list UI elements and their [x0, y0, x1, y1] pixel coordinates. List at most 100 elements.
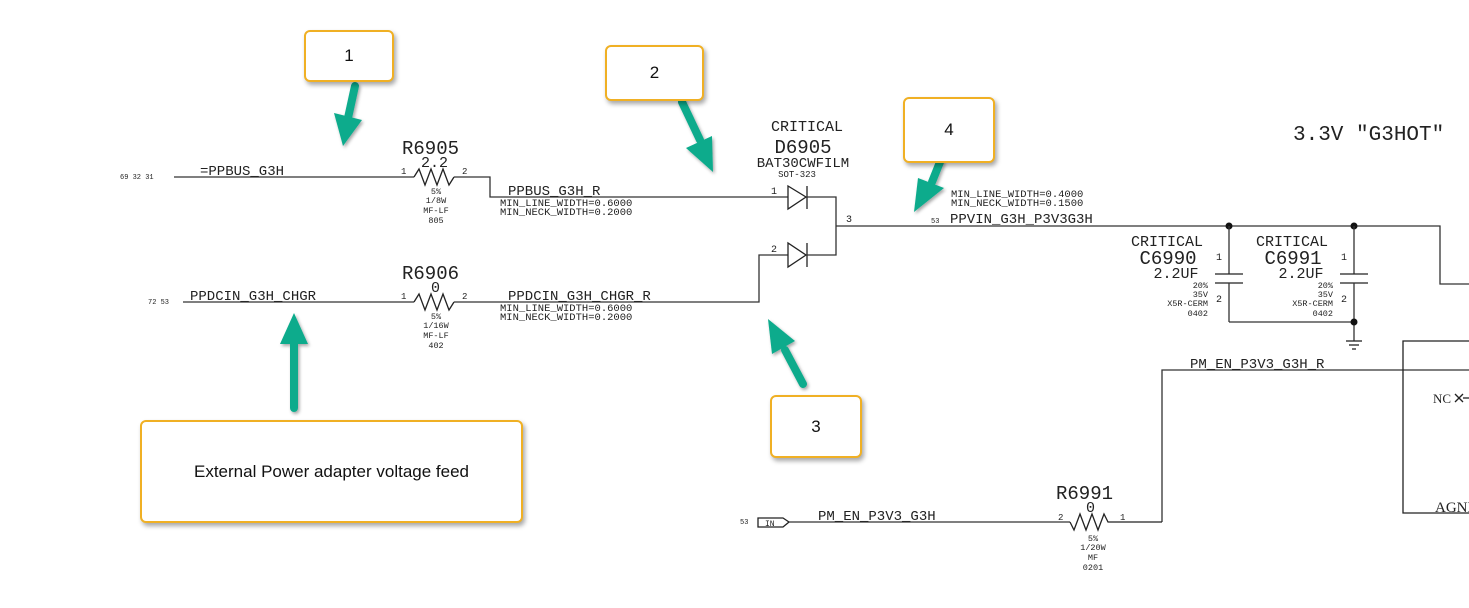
resistor-type: MF-LF	[423, 206, 449, 216]
pin-number: 2	[1216, 295, 1222, 306]
resistor-r6991[interactable]: R6991 0 2 1 5% 1/20W MF 0201	[1056, 483, 1162, 573]
regulator-ic[interactable]: NC AGND	[1402, 340, 1469, 516]
ref-designator: C6991	[1264, 248, 1321, 270]
net-label: PPDCIN_G3H_CHGR	[190, 289, 317, 305]
net-label: PPDCIN_G3H_CHGR_R	[508, 289, 651, 305]
dielectric: X5R-CERM	[1167, 299, 1208, 309]
net-ppbus-g3h-r: PPBUS_G3H_R MIN_LINE_WIDTH=0.6000 MIN_NE…	[454, 176, 788, 219]
net-pm-en-p3v3-g3h: 53 IN PM_EN_P3V3_G3H	[740, 509, 1070, 529]
callout-external-power: External Power adapter voltage feed	[140, 420, 523, 523]
component-value: 2.2UF	[1278, 266, 1323, 283]
component-value: 0	[431, 280, 440, 297]
tolerance: 5%	[431, 187, 442, 197]
pin-number: 1	[1216, 253, 1222, 264]
junction-dot	[1350, 318, 1358, 326]
voltage-rating: 35V	[1193, 290, 1209, 300]
net-label: PPBUS_G3H_R	[508, 184, 601, 200]
pin-number: 2	[771, 245, 777, 256]
ref-designator: C6990	[1139, 248, 1196, 270]
section-title: 3.3V "G3HOT"	[1293, 124, 1444, 147]
net-ppdcin-g3h-chgr: 72 53 PPDCIN_G3H_CHGR	[148, 289, 414, 307]
net-constraint: MIN_NECK_WIDTH=0.2000	[500, 207, 632, 219]
input-port-icon	[757, 517, 791, 528]
critical-label: CRITICAL	[771, 119, 843, 136]
pin-number: 1	[1341, 253, 1347, 264]
pin-number: 2	[1341, 295, 1347, 306]
net-label: PPVIN_G3H_P3V3G3H	[950, 212, 1093, 228]
part-number: BAT30CWFILM	[757, 156, 849, 172]
net-ppvin-g3h-p3v3g3h: MIN_LINE_WIDTH=0.4000 MIN_NECK_WIDTH=0.1…	[836, 189, 1469, 285]
diode-d6905[interactable]: CRITICAL D6905 BAT30CWFILM SOT-323 1 2 3	[757, 119, 852, 269]
net-label: PM_EN_P3V3_G3H	[818, 509, 936, 525]
component-value: 2.2	[421, 155, 448, 172]
arrow-2-shaft	[678, 98, 704, 144]
tolerance: 20%	[1318, 281, 1334, 291]
arrow-2-head-icon	[686, 136, 713, 172]
pin-number: 2	[462, 167, 467, 177]
resistor-r6906[interactable]: R6906 0 1 2 5% 1/16W MF-LF 402	[401, 263, 467, 351]
critical-label: CRITICAL	[1256, 234, 1328, 251]
net-refs: 53	[740, 519, 748, 527]
resistor-type: MF-LF	[423, 331, 449, 341]
wire	[836, 225, 1469, 285]
package: SOT-323	[778, 170, 816, 180]
capacitor-c6990[interactable]: CRITICAL C6990 2.2UF 20% 35V X5R-CERM 04…	[1131, 226, 1243, 322]
pin-number: 1	[401, 292, 406, 302]
pin-number: 1	[401, 167, 406, 177]
capacitor-c6991[interactable]: CRITICAL C6991 2.2UF 20% 35V X5R-CERM 04…	[1256, 226, 1368, 341]
ref-designator: R6906	[402, 263, 459, 285]
package: 402	[428, 341, 443, 351]
diode-symbol	[787, 184, 808, 211]
callout-4: 4	[903, 97, 995, 163]
port-direction: IN	[765, 520, 775, 529]
arrow-3-head-icon	[768, 319, 795, 354]
net-constraint: MIN_LINE_WIDTH=0.6000	[500, 303, 632, 315]
package: 0402	[1188, 309, 1208, 319]
no-connect-icon	[1454, 393, 1464, 403]
power-rating: 1/20W	[1080, 543, 1106, 553]
tolerance: 5%	[1088, 534, 1099, 544]
pin-number: 1	[1120, 513, 1125, 523]
dielectric: X5R-CERM	[1292, 299, 1333, 309]
wire	[807, 196, 837, 256]
resistor-symbol	[1069, 512, 1162, 532]
wire	[454, 254, 788, 303]
net-constraint: MIN_LINE_WIDTH=0.6000	[500, 198, 632, 210]
arrow-3-shaft	[781, 346, 807, 388]
arrow-4-shaft	[928, 158, 944, 186]
arrow-5-head-icon	[280, 313, 308, 344]
callout-3: 3	[770, 395, 862, 458]
net-ppdcin-g3h-chgr-r: PPDCIN_G3H_CHGR_R MIN_LINE_WIDTH=0.6000 …	[454, 254, 788, 324]
voltage-rating: 35V	[1318, 290, 1334, 300]
net-constraint: MIN_NECK_WIDTH=0.2000	[500, 312, 632, 324]
ref-designator: R6991	[1056, 483, 1113, 505]
annotation-arrows	[280, 82, 944, 412]
net-label: =PPBUS_G3H	[200, 164, 284, 180]
pin-number: 1	[771, 187, 777, 198]
net-constraint: MIN_LINE_WIDTH=0.4000	[951, 189, 1083, 201]
package: 0201	[1083, 563, 1103, 573]
net-refs: 53	[931, 218, 939, 226]
wire	[1161, 369, 1469, 522]
wire	[454, 176, 788, 198]
component-value: 2.2UF	[1153, 266, 1198, 283]
diode-symbol	[787, 241, 808, 269]
ref-designator: D6905	[774, 137, 831, 159]
ground-symbol	[1229, 318, 1362, 350]
arrow-1-shaft	[344, 82, 359, 122]
pin-number: 2	[462, 292, 467, 302]
net-constraint: MIN_NECK_WIDTH=0.1500	[951, 198, 1083, 210]
resistor-r6905[interactable]: R6905 2.2 1 2 5% 1/8W MF-LF 805	[401, 138, 467, 226]
critical-label: CRITICAL	[1131, 234, 1203, 251]
tolerance: 20%	[1193, 281, 1209, 291]
net-refs: 69 32 31	[120, 174, 154, 182]
power-rating: 1/16W	[423, 321, 449, 331]
agnd-label: AGND	[1435, 500, 1469, 516]
package: 0402	[1313, 309, 1333, 319]
net-refs: 72 53	[148, 299, 169, 307]
power-rating: 1/8W	[426, 196, 447, 206]
nc-label: NC	[1433, 391, 1451, 406]
callout-1: 1	[304, 30, 394, 82]
resistor-symbol	[413, 292, 455, 312]
